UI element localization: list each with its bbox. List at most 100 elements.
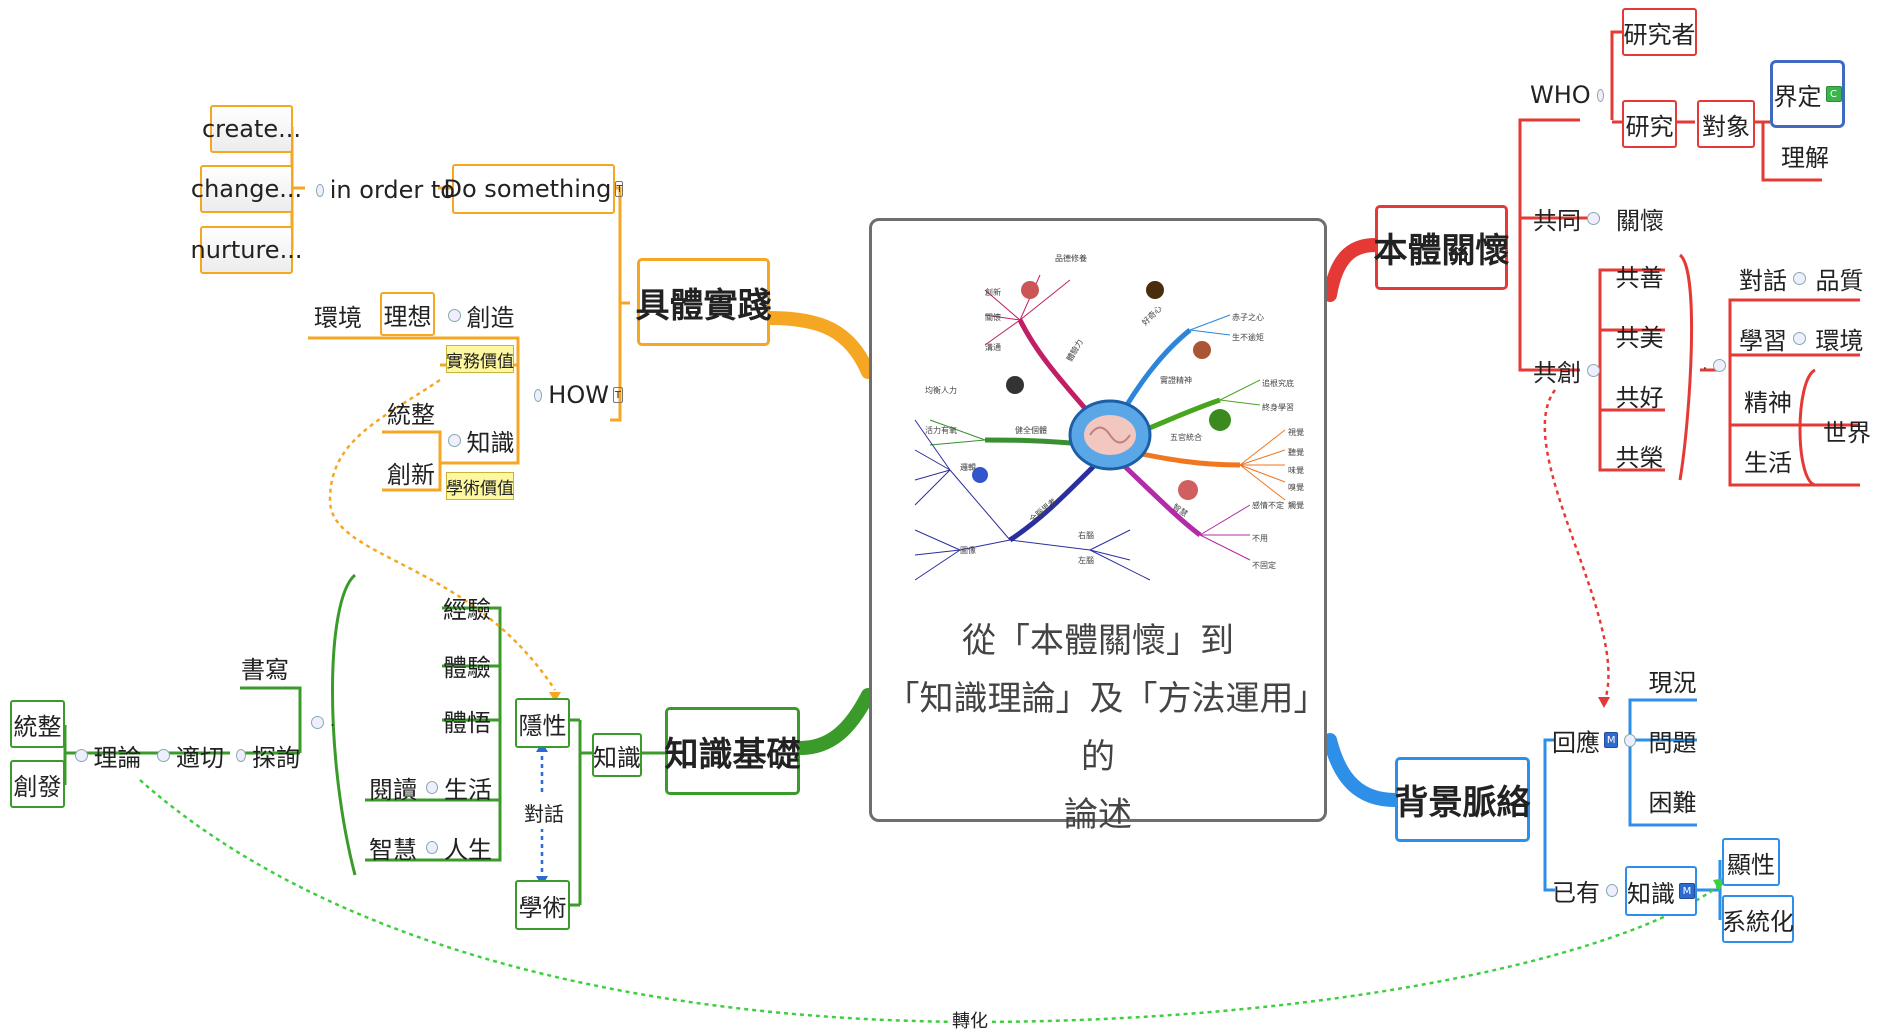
node-life[interactable]: 生活 [420, 765, 492, 809]
node-inspiration[interactable]: 創發 [10, 760, 65, 808]
node-quality[interactable]: 品質 [1815, 266, 1864, 295]
mini-leaf: 觸覺 [1288, 501, 1304, 510]
collapse-toggle-icon[interactable] [1587, 211, 1600, 225]
node-human-life[interactable]: 人生 [420, 825, 492, 869]
collapse-toggle-icon[interactable] [1587, 363, 1600, 377]
collapse-toggle-icon[interactable] [426, 840, 438, 854]
topic-practice[interactable]: 具體實踐 [636, 258, 772, 346]
node-theory[interactable]: 理論 [65, 733, 145, 777]
node-good[interactable]: 共善 [1615, 263, 1664, 292]
node-learning-label: 學習 [1739, 326, 1787, 355]
node-innovation[interactable]: 創新 [387, 460, 435, 489]
node-existing[interactable]: 已有 [1552, 870, 1624, 910]
node-dialogue-rt-label: 對話 [1739, 266, 1787, 295]
node-knowledge-fnd[interactable]: 知識 [592, 733, 642, 777]
node-who[interactable]: WHO [1530, 75, 1610, 115]
branch-practice [763, 311, 875, 379]
note-icon[interactable]: T [615, 181, 624, 197]
node-life-label: 生活 [444, 775, 492, 804]
node-prosper[interactable]: 共榮 [1615, 443, 1664, 472]
collapse-toggle-icon[interactable] [74, 748, 88, 762]
node-knowledge[interactable]: 知識 [438, 420, 518, 460]
node-explicit[interactable]: 顯性 [1722, 838, 1780, 886]
node-wisdom[interactable]: 智慧 [369, 835, 417, 864]
node-status[interactable]: 現況 [1648, 668, 1697, 697]
node-common[interactable]: 共同 [1532, 198, 1607, 238]
collapse-toggle-icon[interactable] [157, 748, 170, 762]
collapse-toggle-icon[interactable] [1793, 271, 1806, 285]
collapse-toggle-icon[interactable] [316, 183, 324, 197]
node-change[interactable]: change... [191, 165, 302, 213]
central-topic[interactable] [869, 218, 1327, 822]
collapse-toggle-icon[interactable] [426, 780, 438, 794]
node-reading[interactable]: 閱讀 [369, 775, 417, 804]
mini-leaf: 創新 [985, 288, 1001, 297]
collapse-toggle-icon[interactable] [1624, 733, 1636, 747]
memo-icon[interactable]: M [1679, 883, 1695, 899]
node-beauty[interactable]: 共美 [1615, 323, 1664, 352]
memo-icon[interactable]: M [1604, 732, 1619, 748]
node-existing-label: 已有 [1552, 878, 1600, 907]
collapse-toggle-icon[interactable] [1596, 88, 1604, 102]
node-ideal[interactable]: 理想 [380, 292, 435, 336]
note-icon[interactable]: T [612, 387, 623, 403]
node-dialogue-rt[interactable]: 對話 [1738, 258, 1813, 298]
node-spirit[interactable]: 精神 [1744, 388, 1792, 417]
node-understand[interactable]: 理解 [1781, 143, 1829, 172]
node-appropriate[interactable]: 適切 [150, 733, 225, 777]
node-research[interactable]: 研究 [1622, 100, 1677, 148]
node-environment[interactable]: 環境 [314, 303, 362, 332]
node-writing[interactable]: 書寫 [241, 655, 289, 684]
collapse-toggle-icon[interactable] [236, 748, 246, 762]
node-academic[interactable]: 學術 [515, 880, 570, 930]
collapse-toggle-icon[interactable] [1606, 883, 1618, 897]
node-care[interactable]: 關懷 [1616, 206, 1664, 235]
mini-leaf: 邏輯 [960, 463, 976, 472]
mini-leaf: 活力有氧 [925, 426, 957, 435]
node-environment-rt[interactable]: 環境 [1815, 326, 1864, 355]
node-tacit[interactable]: 隱性 [515, 698, 570, 748]
collapse-toggle-icon[interactable] [1793, 331, 1806, 345]
mini-leaf: 不用 [1252, 534, 1268, 543]
collapse-toggle-icon[interactable] [447, 433, 461, 447]
node-researcher[interactable]: 研究者 [1622, 8, 1697, 56]
label-dot-text: . [330, 714, 335, 730]
node-systematize[interactable]: 系統化 [1722, 895, 1794, 943]
node-create-zh[interactable]: 創造 [438, 295, 518, 335]
topic-foundation[interactable]: 知識基礎 [665, 707, 801, 795]
node-difficulty[interactable]: 困難 [1648, 788, 1697, 817]
mini-branch-3: 實證精神 [1160, 376, 1192, 385]
mini-leaf: 溝通 [985, 343, 1001, 352]
node-world[interactable]: 世界 [1823, 418, 1871, 447]
node-well[interactable]: 共好 [1615, 383, 1664, 412]
central-topic-title: 從「本體關懷」到 「知識理論」及「方法運用」的 論述 [880, 612, 1316, 844]
topic-context[interactable]: 背景脈絡 [1395, 757, 1531, 842]
node-life-rt[interactable]: 生活 [1744, 448, 1792, 477]
collapse-toggle-icon[interactable] [447, 308, 461, 322]
node-learning[interactable]: 學習 [1738, 318, 1813, 358]
node-problem[interactable]: 問題 [1648, 728, 1697, 757]
collapse-toggle-icon[interactable] [311, 715, 325, 729]
node-create[interactable]: create... [202, 105, 301, 153]
node-inquiry[interactable]: 探詢 [230, 733, 300, 777]
node-experience[interactable]: 經驗 [443, 595, 491, 624]
label-in-order-to[interactable]: in order to [310, 170, 455, 210]
node-insight[interactable]: 體悟 [443, 708, 491, 737]
mini-leaf: 終身學習 [1262, 403, 1294, 412]
center-title-line-2: 「知識理論」及「方法運用」的 [885, 679, 1311, 777]
collapse-toggle-icon[interactable] [534, 388, 543, 402]
node-body-experience[interactable]: 體驗 [443, 653, 491, 682]
collapse-toggle-icon[interactable] [1713, 358, 1727, 372]
node-co-create[interactable]: 共創 [1532, 350, 1607, 390]
node-integration[interactable]: 統整 [387, 400, 435, 429]
topic-ontology[interactable]: 本體關懷 [1374, 205, 1510, 290]
comment-icon[interactable]: C [1825, 86, 1842, 102]
node-nurture[interactable]: nurture... [191, 226, 302, 274]
node-object[interactable]: 對象 [1697, 100, 1755, 148]
node-integration-fnd[interactable]: 統整 [10, 700, 65, 748]
